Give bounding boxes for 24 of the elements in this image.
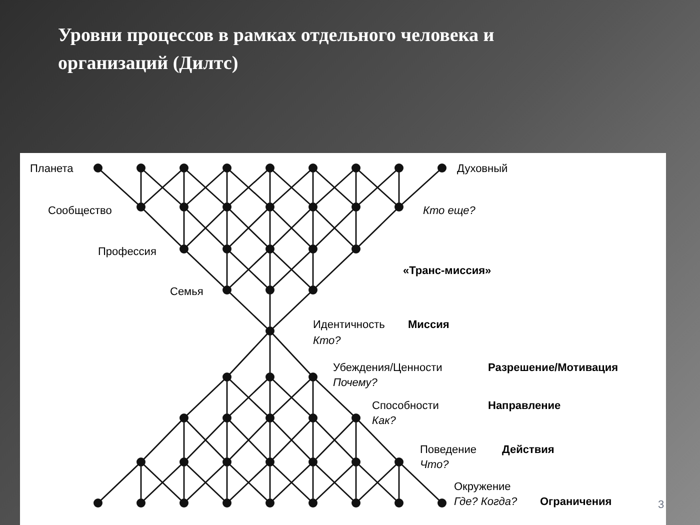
level-label: Ограничения bbox=[540, 495, 612, 509]
level-label: Окружение bbox=[454, 480, 511, 494]
level-label: Где? Когда? bbox=[454, 495, 518, 509]
level-label: Поведение bbox=[420, 443, 476, 457]
level-label: Духовный bbox=[457, 162, 508, 176]
level-label: Сообщество bbox=[48, 204, 112, 218]
level-label: Миссия bbox=[408, 318, 450, 332]
level-label: Убеждения/Ценности bbox=[333, 361, 442, 375]
level-label: Кто еще? bbox=[423, 204, 476, 218]
slide-title: Уровни процессов в рамках отдельного человека и организаций (Дилтс) bbox=[58, 24, 496, 76]
level-label: Планета bbox=[30, 162, 74, 176]
level-label: Почему? bbox=[333, 376, 378, 390]
level-label: Профессия bbox=[98, 245, 156, 259]
level-label: «Транс-миссия» bbox=[403, 264, 492, 278]
level-label: Направление bbox=[488, 399, 561, 413]
level-label: Разрешение/Мотивация bbox=[488, 361, 618, 375]
level-label: Способности bbox=[372, 399, 439, 413]
level-label: Семья bbox=[170, 285, 204, 299]
level-label: Кто? bbox=[313, 334, 341, 348]
page-number: 3 bbox=[658, 498, 664, 512]
level-label: Идентичность bbox=[313, 318, 385, 332]
level-label: Действия bbox=[502, 443, 554, 457]
level-label: Как? bbox=[372, 414, 396, 428]
level-label: Что? bbox=[420, 458, 449, 472]
